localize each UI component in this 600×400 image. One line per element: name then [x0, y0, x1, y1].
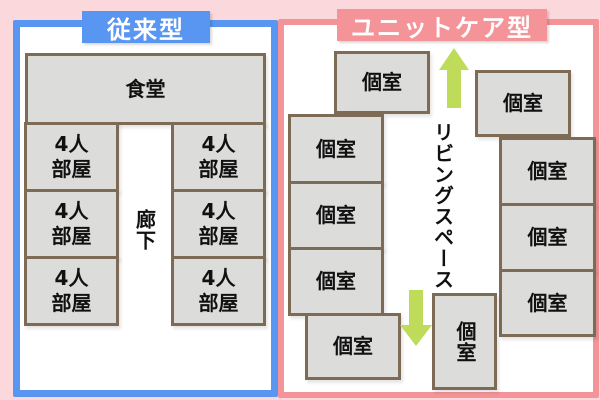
- private-room: 個室: [334, 51, 430, 114]
- private-room: 個室: [499, 137, 596, 206]
- room-label: 個室: [453, 320, 477, 363]
- room-label: 個室: [316, 269, 356, 293]
- unit-care-title-label: ユニットケア型: [351, 13, 533, 42]
- dining-hall-room: 食堂: [25, 53, 266, 125]
- living-space-text: リビングスペース: [430, 122, 455, 290]
- room-label: 個室: [333, 334, 373, 358]
- private-room: 個室: [305, 313, 401, 380]
- four-person-room: 4人 部屋: [171, 256, 266, 326]
- room-label: 4人 部屋: [198, 132, 239, 181]
- room-label: 個室: [316, 136, 356, 161]
- private-room: 個室: [432, 293, 497, 390]
- room-label: 4人 部屋: [198, 266, 239, 315]
- living-space-label: リビングスペース: [428, 116, 458, 296]
- room-label: 個室: [362, 70, 402, 94]
- corridor-text: 廊下: [132, 209, 157, 251]
- room-label: 4人 部屋: [51, 132, 92, 181]
- private-room: 個室: [288, 181, 384, 250]
- private-room: 個室: [288, 247, 384, 316]
- four-person-room: 4人 部屋: [171, 189, 266, 259]
- conventional-title-label: 従来型: [107, 15, 185, 44]
- unit-care-title: ユニットケア型: [337, 9, 547, 42]
- conventional-title: 従来型: [82, 11, 210, 44]
- four-person-room: 4人 部屋: [171, 122, 266, 192]
- arrow-up-icon: [439, 48, 469, 108]
- dining-hall-label: 食堂: [125, 76, 166, 101]
- room-label: 個室: [527, 225, 568, 249]
- four-person-room: 4人 部屋: [24, 189, 119, 259]
- room-label: 個室: [503, 91, 543, 115]
- room-label: 4人 部屋: [198, 199, 239, 248]
- corridor-label: 廊下: [119, 198, 171, 262]
- four-person-room: 4人 部屋: [24, 256, 119, 326]
- arrow-down-icon: [400, 290, 432, 346]
- room-label: 個室: [527, 290, 568, 315]
- room-label: 4人 部屋: [51, 199, 92, 248]
- private-room: 個室: [499, 269, 596, 337]
- private-room: 個室: [475, 70, 571, 137]
- private-room: 個室: [499, 203, 596, 272]
- private-room: 個室: [288, 114, 384, 184]
- room-label: 個室: [316, 203, 356, 227]
- room-label: 4人 部屋: [51, 266, 92, 315]
- room-label: 個室: [527, 159, 568, 183]
- four-person-room: 4人 部屋: [24, 122, 119, 192]
